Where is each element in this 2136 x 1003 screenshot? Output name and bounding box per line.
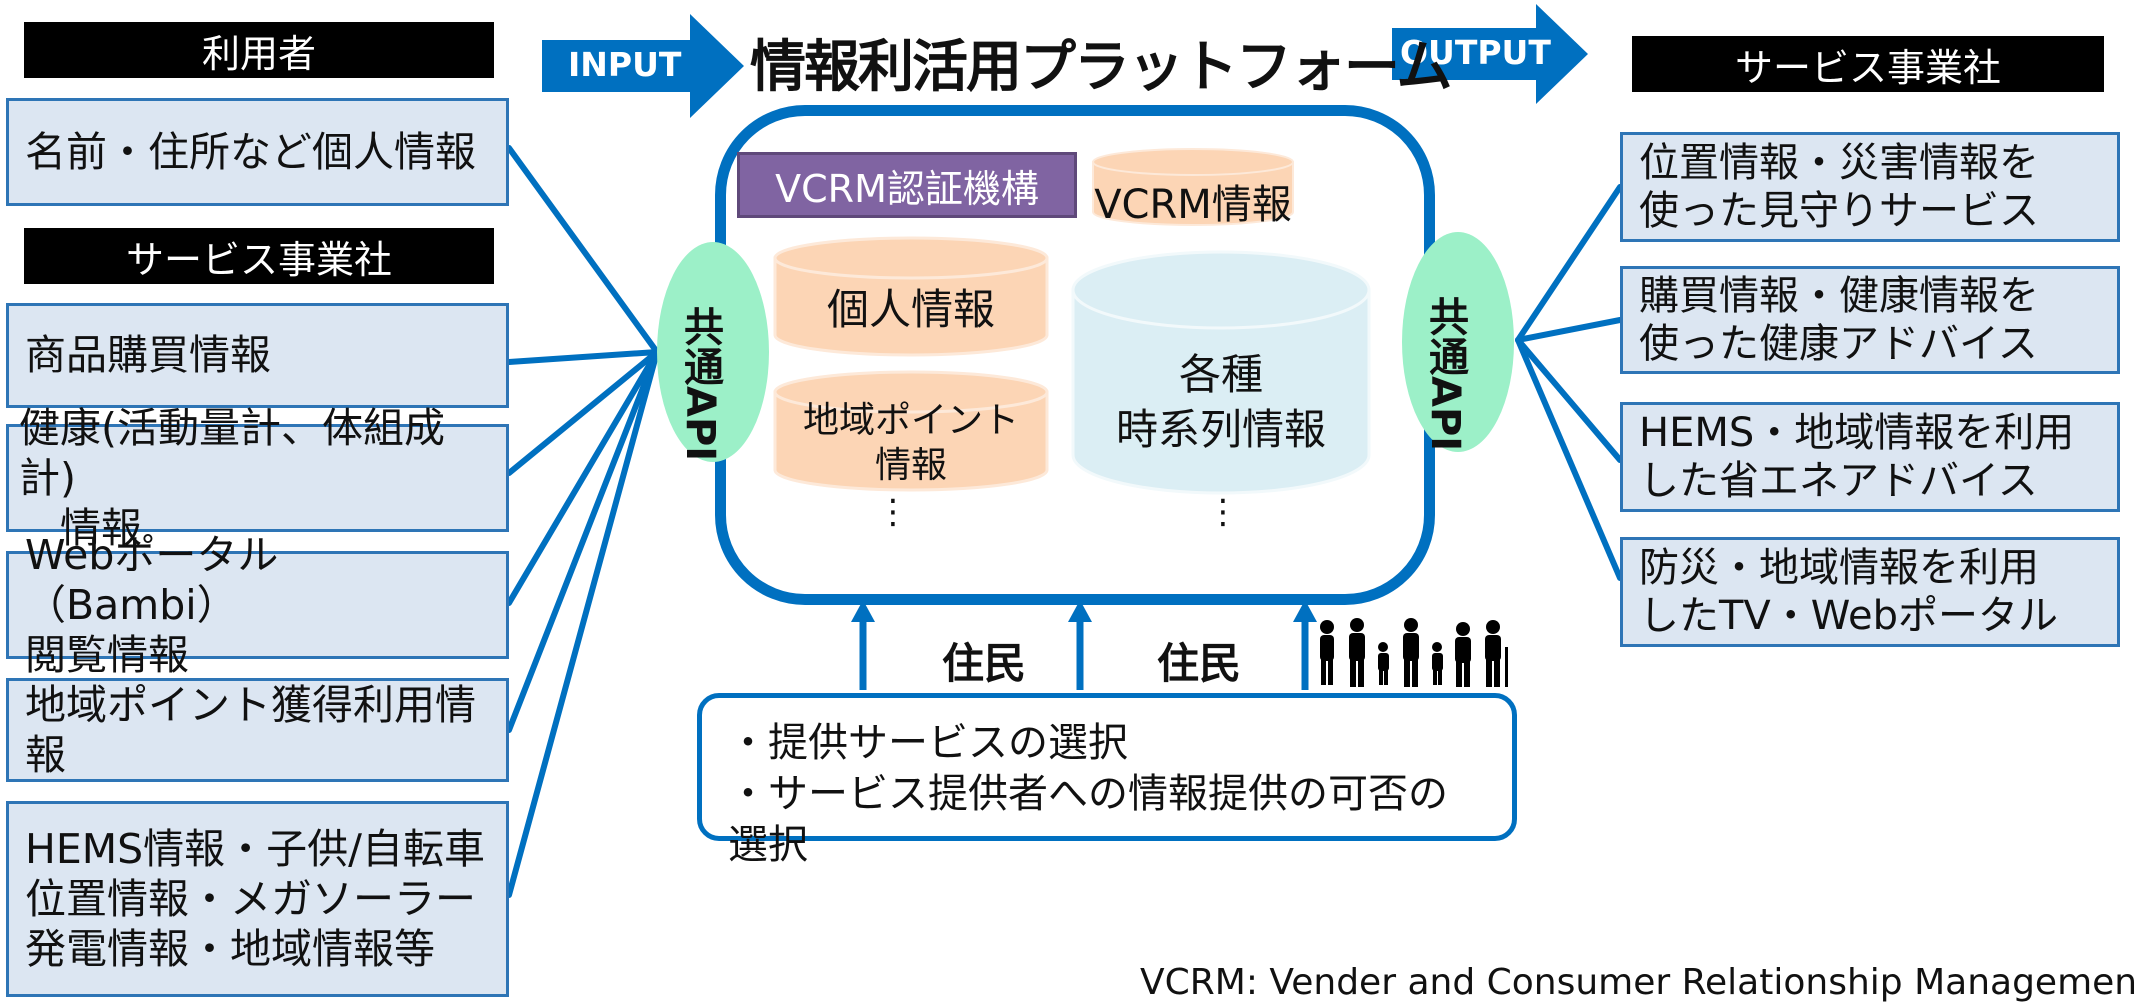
personal-info-cylinder: [773, 236, 1049, 357]
connector-line: [506, 349, 660, 898]
resident-label: 住民: [942, 639, 1027, 688]
left-provider-header: サービス事業社: [24, 228, 494, 284]
input-arrow-icon: [542, 14, 744, 118]
right-provider-header: サービス事業社: [1632, 36, 2104, 92]
output-label: OUTPUT: [1400, 33, 1551, 72]
connector-line: [506, 349, 660, 476]
ellipsis-right: ⋮: [1206, 492, 1240, 532]
connector-line: [1515, 337, 1623, 463]
local-points-cylinder: [773, 370, 1049, 492]
connector-line: [506, 349, 660, 606]
time-series-label: 各種 時系列情報: [1115, 350, 1326, 454]
output-box-tv-web-portal: 防災・地域情報を利用 したTV・Webポータル: [1620, 537, 2120, 647]
vcrm-auth-box: VCRM認証機構: [737, 152, 1077, 218]
output-box-watch-service: 位置情報・災害情報を 使った見守りサービス: [1620, 132, 2120, 242]
connector-line: [1515, 337, 1623, 581]
diagram-title: 情報利活用プラットフォーム: [750, 35, 1452, 100]
vcrm-info-label: VCRM情報: [1094, 182, 1292, 228]
arrowhead-icon: [1293, 600, 1317, 622]
connector-line: [1515, 184, 1623, 343]
common-api-right-label: 共通API: [1422, 296, 1468, 452]
choice-item: ・提供サービスの選択: [728, 720, 1128, 766]
input-box-local-points: 地域ポイント獲得利用情報: [6, 678, 509, 782]
output-box-health-advice: 購買情報・健康情報を 使った健康アドバイス: [1620, 266, 2120, 374]
vcrm-footnote: VCRM: Vender and Consumer Relationship M…: [1140, 962, 2136, 1003]
connector-line: [506, 349, 660, 733]
input-label: INPUT: [568, 45, 682, 84]
family-people-icon: [1320, 618, 1508, 687]
output-arrow-icon: [1392, 4, 1588, 104]
ellipsis-left: ⋮: [876, 492, 910, 532]
input-box-personal-info: 名前・住所など個人情報: [6, 98, 509, 206]
arrowhead-icon: [1068, 600, 1092, 622]
input-box-purchase: 商品購買情報: [6, 303, 509, 408]
common-api-right: [1402, 232, 1514, 452]
input-box-hems: HEMS情報・子供/自転車 位置情報・メガソーラー 発電情報・地域情報等: [6, 801, 509, 997]
common-api-left-label: 共通API: [677, 306, 723, 462]
local-points-label: 地域ポイント 情報: [802, 400, 1019, 486]
arrowhead-icon: [851, 600, 875, 622]
vcrm-info-cylinder: [1092, 148, 1294, 226]
choice-item: ・サービス提供者への情報提供の可否の選択: [728, 771, 1448, 869]
user-header: 利用者: [24, 22, 494, 78]
common-api-left: [657, 242, 769, 462]
connector-line: [506, 145, 660, 355]
resident-choices-box: ・提供サービスの選択 ・サービス提供者への情報提供の可否の選択: [697, 693, 1517, 868]
input-box-web-portal: Webポータル（Bambi） 閲覧情報: [6, 531, 509, 679]
output-box-energy-advice: HEMS・地域情報を利用 した省エネアドバイス: [1620, 402, 2120, 512]
time-series-cylinder: [1071, 250, 1371, 495]
connector-line: [506, 349, 660, 365]
connector-line: [1515, 317, 1623, 343]
resident-label: 住民: [1157, 639, 1242, 688]
personal-info-label: 個人情報: [826, 285, 995, 334]
